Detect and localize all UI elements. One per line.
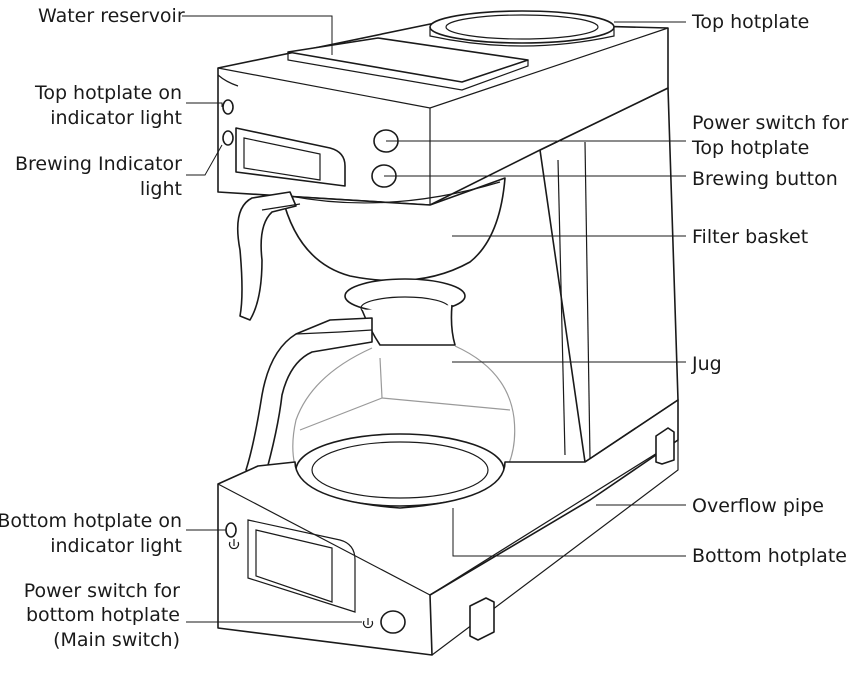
label-bottom-hotplate: Bottom hotplate [692,545,847,567]
bottom-hotplate-power-switch[interactable] [380,610,406,634]
label-water-reservoir: Water reservoir [38,5,185,27]
label-bottom-hotplate-indicator-1: Bottom hotplate on [0,510,182,532]
label-filter-basket: Filter basket [692,226,808,248]
power-icon [228,539,240,550]
base-housing [217,399,679,656]
label-brewing-indicator-1: Brewing Indicator [15,153,182,175]
leader-lines [182,15,686,623]
filter-basket-handle [236,191,297,321]
top-hotplate [429,10,615,47]
labels: Water reservoir Top hotplate Top hotplat… [0,5,848,651]
label-power-switch-bottom-3: (Main switch) [53,629,180,651]
jug [245,278,516,507]
brewing-indicator-light [222,130,234,146]
label-power-switch-bottom-1: Power switch for [24,580,180,602]
top-hotplate-indicator-light [222,99,234,115]
label-overflow-pipe: Overflow pipe [692,495,824,517]
label-bottom-hotplate-indicator-2: indicator light [50,535,182,557]
label-brewing-indicator-2: light [140,178,182,200]
label-top-hotplate-indicator-2: indicator light [50,107,182,129]
filter-basket [236,177,506,321]
foot-front-right [469,597,495,641]
power-icon [362,618,374,629]
label-power-switch-top-1: Power switch for [692,112,848,134]
label-jug: Jug [691,353,722,375]
label-brewing-button: Brewing button [692,168,838,190]
bottom-hotplate-indicator-light [225,522,237,538]
label-top-hotplate-indicator-1: Top hotplate on [34,82,182,104]
label-power-switch-bottom-2: bottom hotplate [26,604,180,626]
label-power-switch-top-2: Top hotplate [691,137,809,159]
foot-back-right [655,427,675,465]
coffee-machine [217,10,679,656]
label-top-hotplate: Top hotplate [691,11,809,33]
